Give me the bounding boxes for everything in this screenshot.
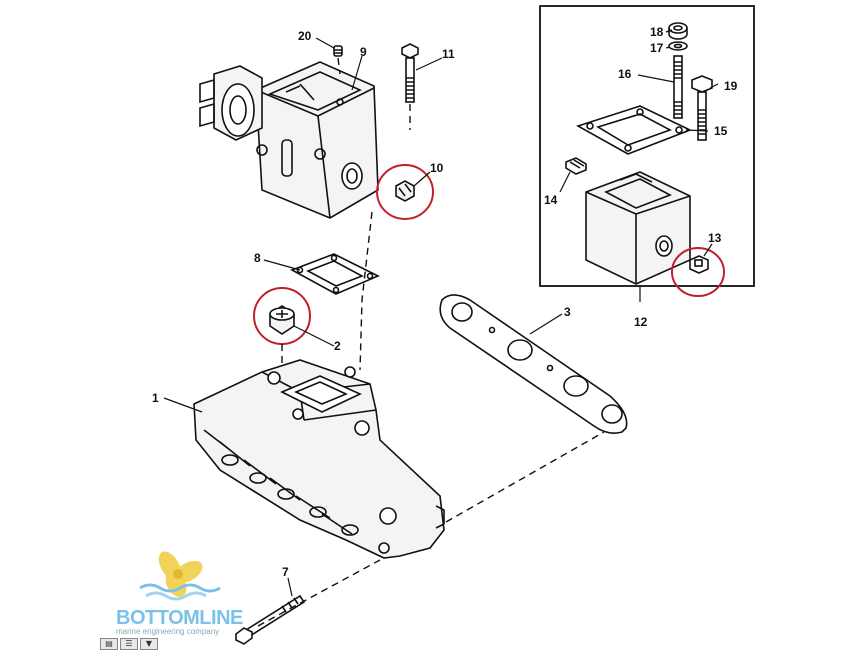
- viewer-toolbar: ▤ ☰ ▼: [100, 638, 158, 650]
- callout-10: 10: [430, 161, 444, 175]
- callout-8: 8: [254, 251, 261, 265]
- save-icon[interactable]: ▤: [100, 638, 118, 650]
- part-11-bolt: [401, 43, 419, 103]
- callout-7: 7: [282, 565, 289, 579]
- list-view-icon[interactable]: ☰: [120, 638, 138, 650]
- callout-9: 9: [360, 45, 367, 59]
- part-18-nut: [668, 22, 688, 40]
- part-12-riser: [585, 171, 691, 285]
- callout-16: 16: [618, 67, 632, 81]
- part-3-manifold-gasket: [439, 294, 628, 434]
- logo-name: BOTTOMLINE: [116, 607, 243, 629]
- part-20-screw: [333, 45, 343, 57]
- part-1-exhaust-manifold: [193, 359, 445, 559]
- part-2-plug: [269, 305, 295, 335]
- part-13-plug: [689, 255, 709, 274]
- part-10-plug: [395, 180, 415, 202]
- callout-2: 2: [334, 339, 341, 353]
- highlight-circle-13: [671, 247, 725, 297]
- callout-1: 1: [152, 391, 159, 405]
- logo-tagline: marine engineering company: [116, 627, 219, 636]
- callout-20: 20: [298, 29, 312, 43]
- callout-13: 13: [708, 231, 722, 245]
- callout-17: 17: [650, 41, 664, 55]
- highlight-circle-10: [376, 164, 434, 220]
- callout-11: 11: [442, 47, 455, 61]
- bottomline-logo: BOTTOMLINE marine engineering company: [116, 551, 244, 636]
- propeller-icon: [158, 551, 203, 597]
- part-17-washer: [668, 41, 688, 51]
- part-8-gasket: [290, 253, 380, 295]
- part-14-fitting: [565, 157, 587, 175]
- callout-3: 3: [564, 305, 571, 319]
- callout-14: 14: [544, 193, 558, 207]
- part-19-bolt: [691, 75, 713, 141]
- inset-frame: [539, 5, 755, 287]
- part-9-exhaust-elbow: [199, 61, 379, 219]
- part-16-stud: [673, 55, 683, 119]
- waves-icon: [139, 583, 221, 601]
- callout-15: 15: [714, 124, 728, 138]
- callout-18: 18: [650, 25, 664, 39]
- callout-19: 19: [724, 79, 738, 93]
- callout-12: 12: [634, 315, 648, 329]
- part-7-bolt: [235, 594, 306, 645]
- dropdown-arrow-icon[interactable]: ▼: [140, 638, 158, 650]
